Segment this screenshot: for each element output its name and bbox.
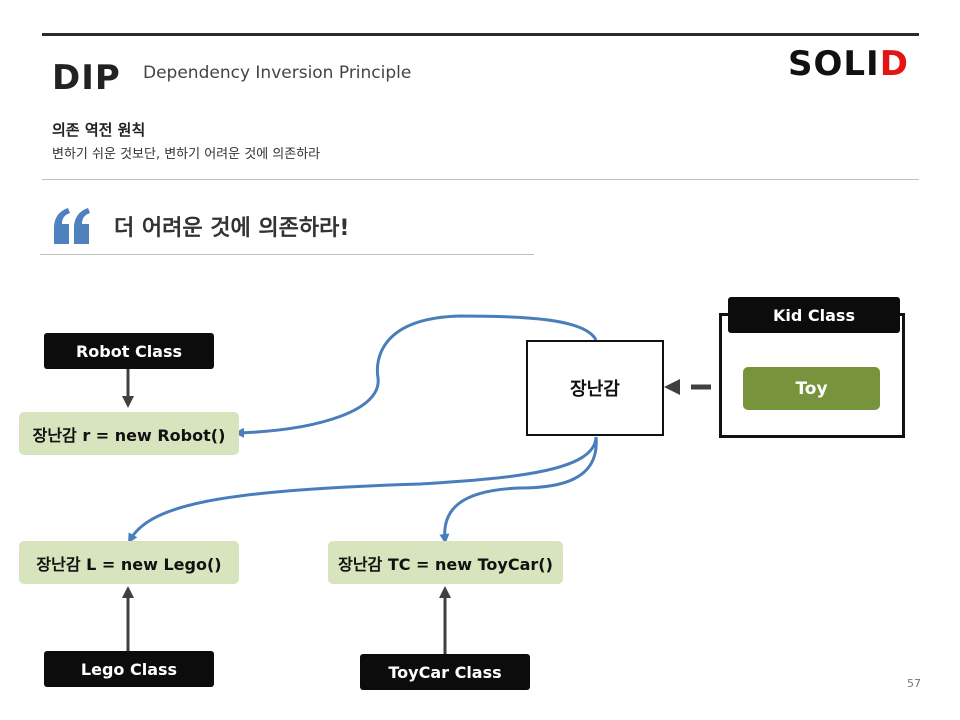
robot-instance-box: 장난감 r = new Robot() — [19, 412, 239, 455]
principle-abbr: DIP — [52, 58, 121, 98]
solid-logo-accent: D — [879, 44, 909, 84]
lego-instance-box: 장난감 L = new Lego() — [19, 541, 239, 584]
toy-box: Toy — [743, 367, 880, 410]
principle-full-name: Dependency Inversion Principle — [143, 63, 412, 83]
lego-class-box: Lego Class — [44, 651, 214, 687]
solid-logo-main: SOLI — [788, 44, 880, 84]
solid-logo: SOLID — [788, 44, 909, 84]
quote-divider — [40, 254, 534, 255]
subtitle-description: 변하기 쉬운 것보단, 변하기 어려운 것에 의존하라 — [52, 147, 321, 162]
kid-class-label: Kid Class — [728, 297, 900, 333]
top-rule — [42, 33, 919, 36]
subtitle-title: 의존 역전 원칙 — [52, 121, 146, 139]
abstraction-box: 장난감 — [526, 340, 664, 436]
curve-to-toycar — [439, 436, 598, 544]
toycar-instance-box: 장난감 TC = new ToyCar() — [328, 541, 563, 584]
dashed-dependency-head — [664, 379, 680, 395]
quote-text: 더 어려운 것에 의존하라! — [114, 216, 350, 241]
page-number: 57 — [907, 677, 921, 690]
toycar-class-box: ToyCar Class — [360, 654, 530, 690]
robot-class-box: Robot Class — [44, 333, 214, 369]
quote-icon — [54, 208, 90, 244]
section-divider — [42, 179, 919, 180]
